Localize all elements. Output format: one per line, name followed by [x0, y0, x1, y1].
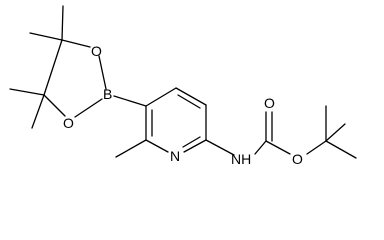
bond-methyl-4	[31, 94, 45, 129]
bond-c6-nh	[205, 139, 235, 156]
atom-label-oxygen-carbonyl: O	[264, 95, 275, 111]
bond-o-top-c	[61, 39, 91, 48]
atom-label-nitrogen-amide: NH	[231, 151, 251, 167]
bond-b-pyridine	[113, 95, 147, 107]
bond-c6-n-inner	[182, 136, 201, 148]
bond-tbu-methyl-2	[325, 140, 357, 159]
bond-c4-c5-inner	[177, 94, 201, 109]
bond-o-bottom-c	[43, 94, 66, 117]
bond-c3-c4	[145, 87, 177, 107]
bond-methyl-2	[29, 32, 63, 41]
bond-b-o-top	[98, 55, 107, 90]
dioxaborolane-ring	[9, 5, 107, 129]
bond-ester-o-tbu	[306, 140, 327, 155]
bond-methyl-pyridine	[115, 139, 147, 158]
boc-group	[254, 105, 357, 159]
chemical-structure-diagram: B O O N NH O O	[9, 5, 357, 167]
structure-canvas: B O O N NH O O	[9, 5, 357, 167]
bond-c-c-ring	[43, 39, 63, 96]
atom-label-oxygen-ester: O	[292, 151, 303, 167]
atom-label-oxygen-top: O	[91, 43, 102, 59]
bond-methyl-1	[61, 5, 64, 41]
bond-tbu-methyl-3	[325, 123, 346, 142]
bond-b-o-bottom	[74, 98, 103, 118]
bond-methyl-3	[9, 88, 45, 96]
bond-nh-carbonyl	[254, 140, 267, 155]
bond-c4-c5	[175, 87, 207, 106]
bond-carbonyl-ester-o	[265, 140, 291, 155]
pyridine-ring	[145, 87, 207, 153]
atom-label-boron: B	[103, 86, 112, 102]
bond-n-c2	[145, 139, 169, 153]
atom-label-nitrogen-pyridine: N	[170, 148, 180, 164]
bond-c6-n	[183, 139, 207, 153]
atom-label-oxygen-bottom: O	[63, 115, 74, 131]
